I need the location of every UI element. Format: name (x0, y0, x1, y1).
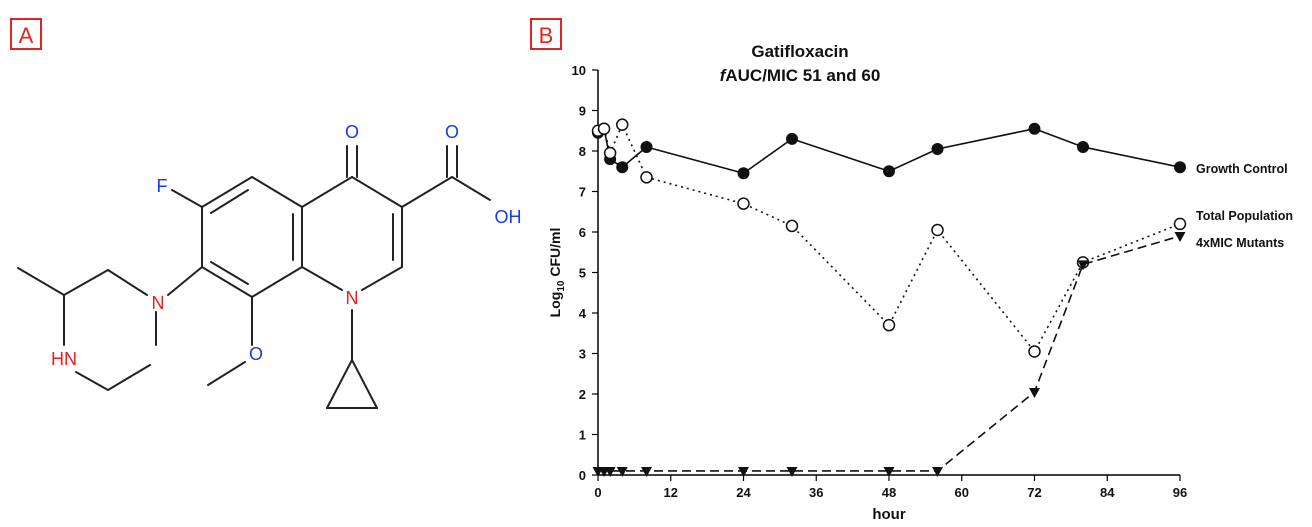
x-tick-label: 36 (809, 485, 823, 500)
data-point (640, 171, 653, 184)
series-line (598, 235, 1181, 472)
bond (207, 361, 246, 386)
panel-b-label: B (530, 18, 562, 50)
bond (301, 176, 353, 208)
data-point (640, 140, 653, 153)
series-line (597, 122, 1181, 353)
y-tick-label: 2 (579, 387, 586, 402)
methoxy-oxygen-atom: O (249, 344, 263, 364)
keto-oxygen-atom: O (345, 122, 359, 142)
bond (251, 266, 303, 298)
y-tick-label: 4 (579, 306, 587, 321)
bond (301, 266, 343, 291)
data-point (641, 466, 652, 477)
bond (17, 267, 65, 296)
data-point (786, 132, 798, 145)
bond (201, 176, 253, 208)
data-point (882, 318, 896, 332)
x-tick-label: 84 (1100, 485, 1115, 500)
data-point (883, 466, 895, 477)
piperazine-nitrogen-atom: N (152, 293, 165, 313)
data-point (1173, 217, 1187, 231)
bond (210, 261, 249, 285)
y-tick-label: 9 (579, 104, 586, 119)
panel-a-label: A (10, 18, 42, 50)
data-point (1029, 387, 1040, 398)
data-point (1028, 345, 1041, 358)
x-axis-label: hour (872, 506, 905, 523)
y-tick-label: 8 (579, 144, 586, 159)
bond (210, 189, 249, 214)
series-label: Growth Control (1196, 162, 1288, 176)
x-tick-label: 60 (955, 485, 969, 500)
gatifloxacin-structure: F O O OH N N HN O (17, 122, 522, 409)
x-tick-label: 72 (1027, 485, 1041, 500)
y-tick-label: 10 (572, 63, 586, 78)
quinolone-nitrogen-atom: N (346, 288, 359, 308)
series-label: Total Population (1196, 209, 1293, 223)
amine-group: HN (51, 349, 77, 369)
x-tick-label: 96 (1173, 485, 1187, 500)
y-tick-label: 0 (579, 468, 586, 483)
fluorine-atom: F (157, 176, 168, 196)
bond (107, 269, 148, 296)
data-point (883, 165, 895, 178)
data-point (1174, 161, 1186, 174)
data-point (931, 142, 944, 155)
bond (351, 359, 378, 409)
data-point (616, 118, 629, 131)
data-point (604, 466, 616, 477)
y-axis-label: Log10 CFU/ml (547, 228, 567, 318)
x-tick-label: 0 (594, 485, 601, 500)
bond (361, 266, 403, 291)
data-point (1077, 140, 1089, 153)
data-point (932, 466, 943, 477)
data-point (603, 146, 617, 160)
data-point (738, 466, 749, 477)
y-tick-label: 6 (579, 225, 586, 240)
x-tick-label: 12 (664, 485, 678, 500)
data-point (1174, 232, 1186, 243)
chart-title-line-2: fAUC/MIC 51 and 60 (600, 66, 1000, 86)
data-point (931, 223, 944, 237)
data-point (616, 161, 629, 174)
title-italic-f: f (719, 66, 726, 85)
chart-title-line-1: Gatifloxacin (751, 42, 849, 61)
y-tick-label: 1 (579, 428, 586, 443)
bond (251, 176, 303, 208)
acid-oxygen-atom: O (445, 122, 459, 142)
bond (63, 269, 109, 296)
bond (167, 266, 203, 296)
y-tick-label: 7 (579, 185, 586, 200)
x-tick-label: 48 (882, 485, 896, 500)
data-point (785, 219, 799, 233)
bond (351, 176, 403, 208)
data-point (737, 167, 750, 180)
bond (401, 176, 453, 208)
bond (75, 371, 109, 391)
title-rest: AUC/MIC 51 and 60 (725, 66, 881, 85)
data-point (1077, 260, 1089, 271)
data-point (737, 197, 750, 210)
y-tick-label: 3 (579, 347, 586, 362)
data-point (786, 466, 798, 477)
bond (171, 189, 203, 208)
data-point (1028, 122, 1041, 135)
bond (107, 364, 151, 391)
bond (201, 266, 253, 298)
x-tick-label: 24 (736, 485, 751, 500)
y-tick-label: 5 (579, 266, 586, 281)
data-point (616, 466, 628, 477)
bond (326, 359, 353, 409)
bond (451, 176, 491, 201)
hydroxyl-group: OH (495, 207, 522, 227)
data-point (597, 122, 611, 135)
series-label: 4xMIC Mutants (1196, 236, 1284, 250)
